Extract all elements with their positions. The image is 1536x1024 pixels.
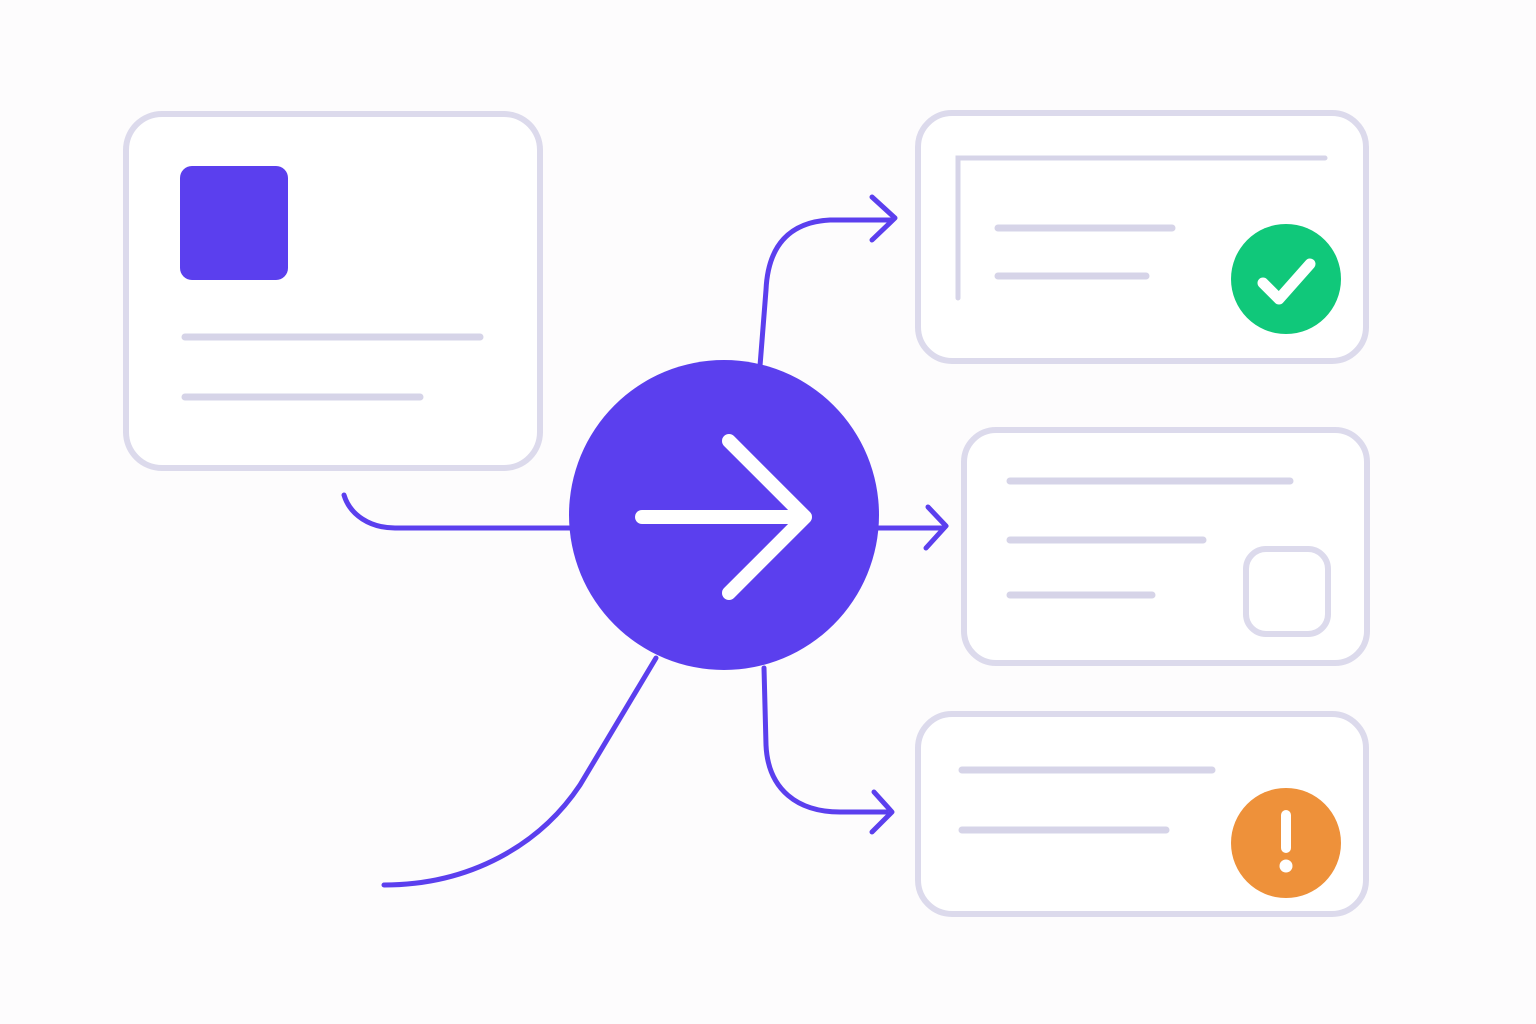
arrowhead-card-2 (923, 504, 949, 551)
empty-checkbox-icon (1243, 546, 1331, 637)
exclamation-circle-icon (1231, 788, 1341, 898)
filled-square-icon (180, 166, 288, 280)
arrowhead-card-1 (869, 194, 898, 243)
arrow-right-icon (635, 434, 812, 600)
hub (569, 360, 879, 670)
check-circle-icon (1231, 224, 1341, 334)
output-card-success (915, 110, 1369, 364)
arrowhead-card-3 (869, 789, 895, 835)
output-card-warning (915, 711, 1369, 917)
connector-to-card-3 (761, 665, 889, 815)
source-card (123, 111, 543, 471)
connectors (341, 194, 949, 888)
output-card-pending (961, 427, 1370, 666)
incoming-curve-connector (381, 655, 659, 888)
input-connector (341, 492, 575, 531)
output-card-1-inner-bracket (955, 155, 1328, 301)
connector-to-card-1 (757, 217, 895, 369)
